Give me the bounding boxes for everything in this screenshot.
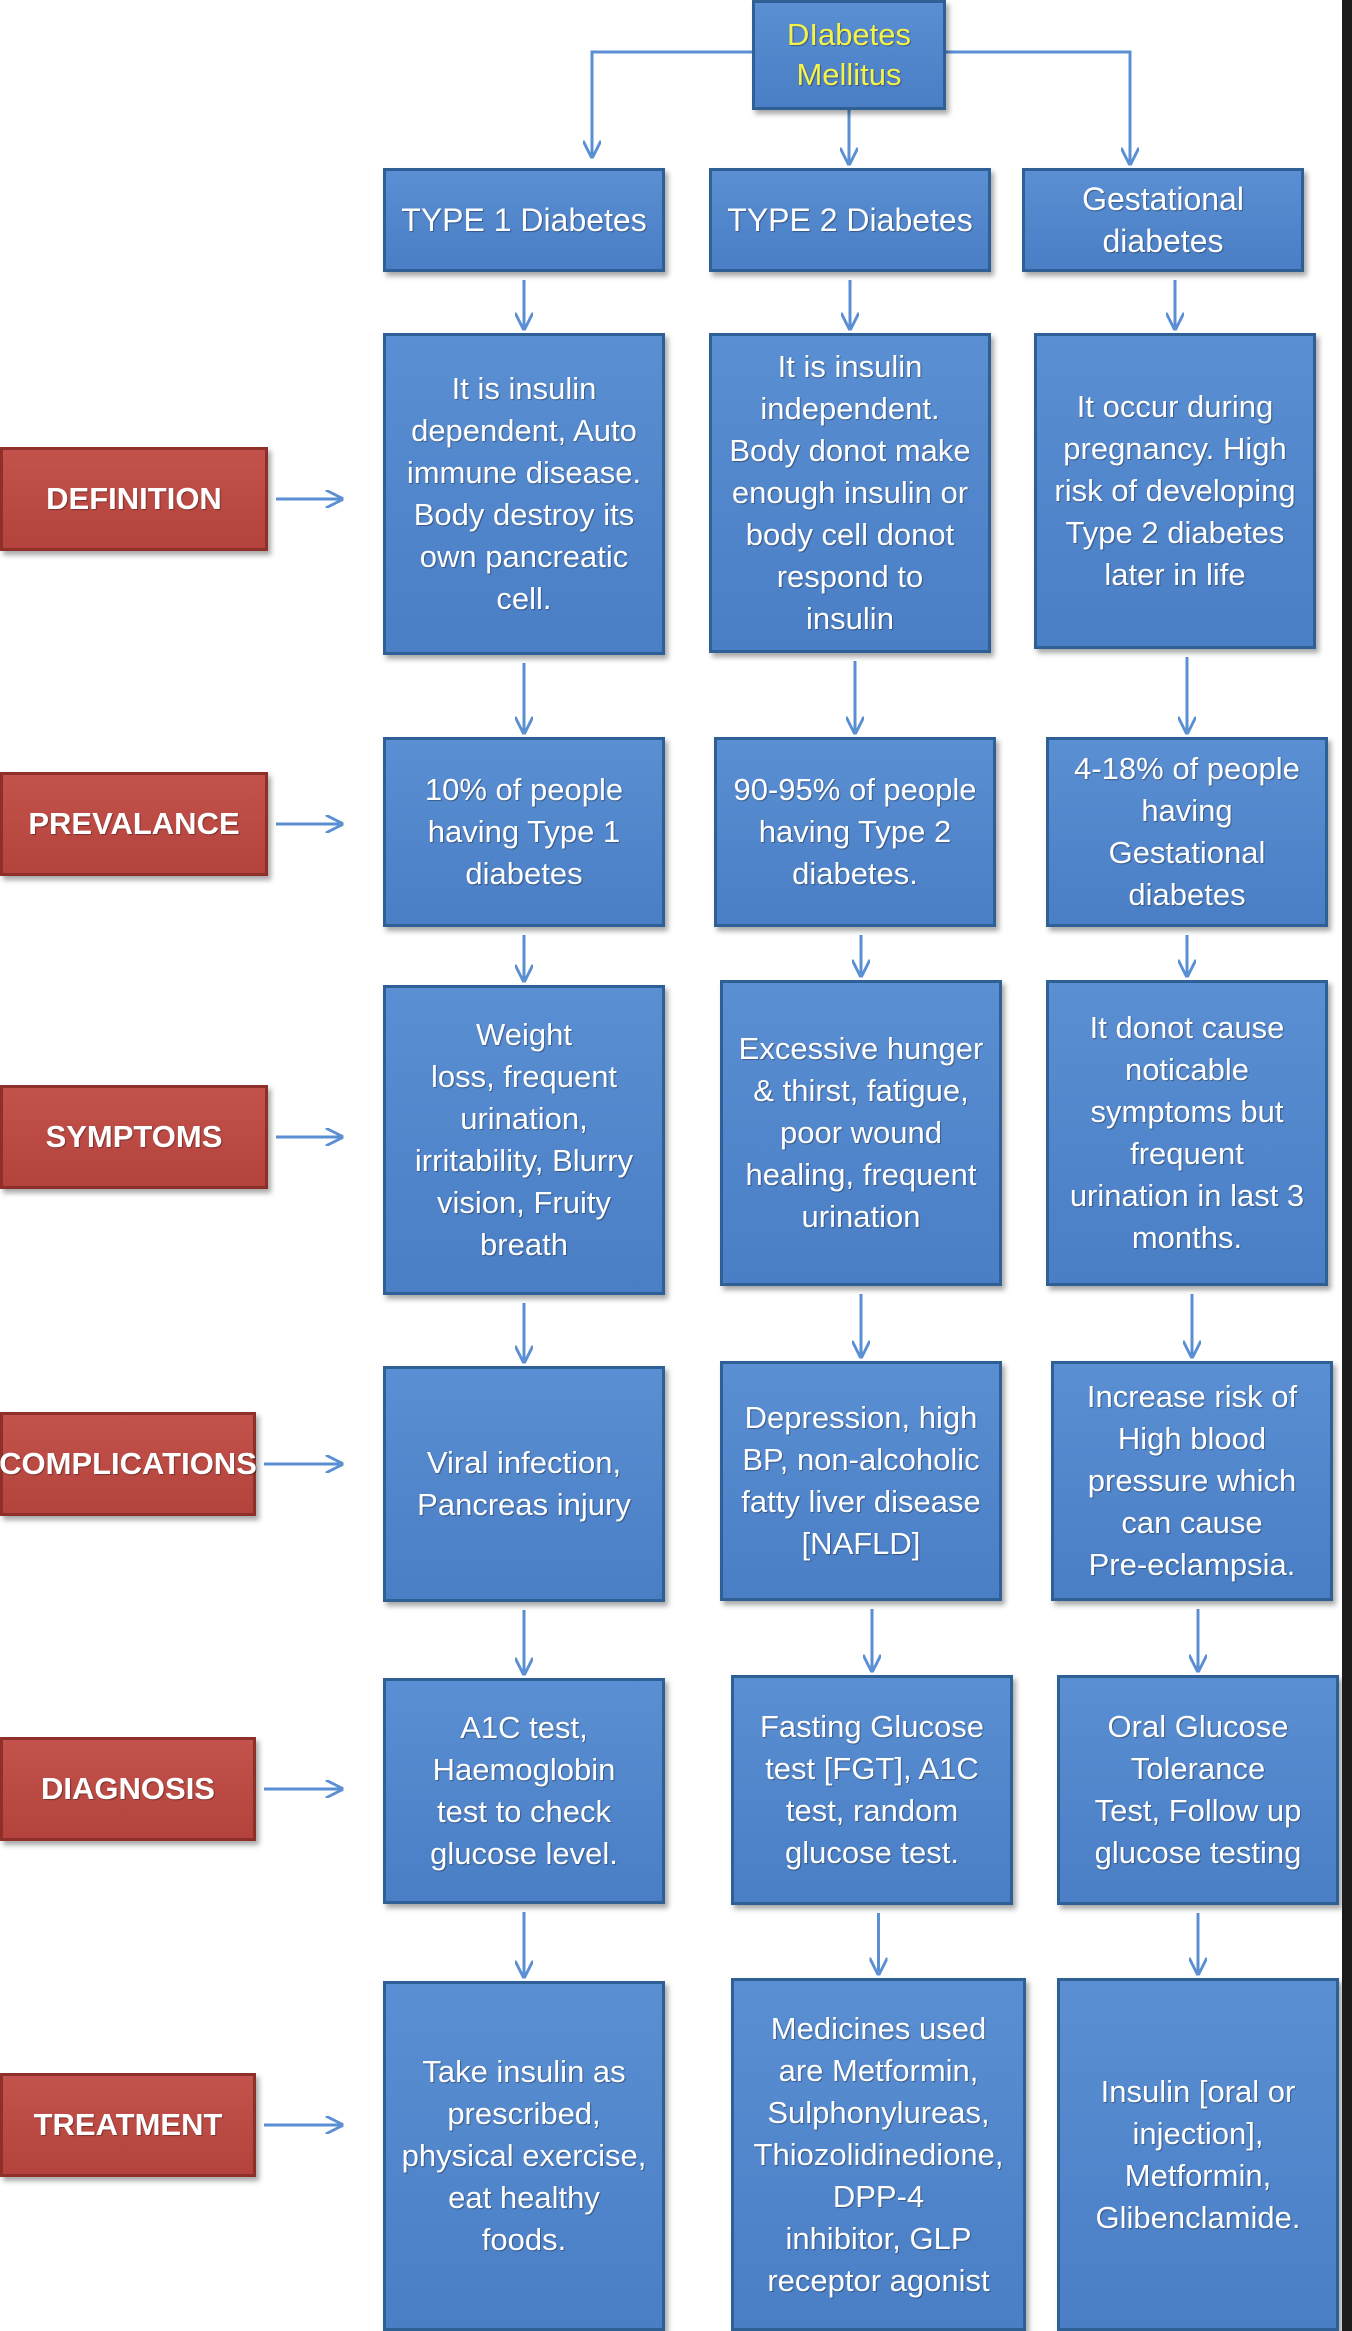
type2-prevalance-box: 90-95% of people having Type 2 diabetes. <box>714 737 996 927</box>
gestational-definition-box: It occur during pregnancy. High risk of … <box>1034 333 1316 649</box>
root-to-gestational-arrow <box>946 50 1130 162</box>
type1-treatment-box: Take insulin as prescribed, physical exe… <box>383 1981 665 2331</box>
type1-definition-box: It is insulin dependent, Auto immune dis… <box>383 333 665 655</box>
type2-diagnosis-box: Fasting Glucose test [FGT], A1C test, ra… <box>731 1675 1013 1905</box>
row-label-symptoms: SYMPTOMS <box>0 1085 268 1189</box>
type-2-header: TYPE 2 Diabetes <box>709 168 991 272</box>
type1-diagnosis-box: A1C test, Haemoglobin test to check gluc… <box>383 1678 665 1904</box>
gestational-header: Gestational diabetes <box>1022 168 1304 272</box>
type1-symptoms-box: Weight loss, frequent urination, irritab… <box>383 985 665 1295</box>
gestational-complications-box: Increase risk of High blood pressure whi… <box>1051 1361 1333 1601</box>
type1-complications-box: Viral infection, Pancreas injury <box>383 1366 665 1602</box>
gestational-symptoms-box: It donot cause noticable symptoms but fr… <box>1046 980 1328 1286</box>
gestational-diagnosis-box: Oral Glucose Tolerance Test, Follow up g… <box>1057 1675 1339 1905</box>
gestational-prevalance-box: 4-18% of people having Gestational diabe… <box>1046 737 1328 927</box>
type2-symptoms-box: Excessive hunger & thirst, fatigue, poor… <box>720 980 1002 1286</box>
row-label-complications: COMPLICATIONS <box>0 1412 257 1516</box>
gestational-treatment-box: Insulin [oral or injection], Metformin, … <box>1057 1978 1339 2331</box>
row-label-prevalance: PREVALANCE <box>0 772 268 876</box>
right-edge-bar <box>1342 0 1352 2331</box>
root-node-diabetes-mellitus: DIabetes Mellitus <box>752 0 946 110</box>
type2-treatment-box: Medicines used are Metformin, Sulphonylu… <box>731 1978 1026 2331</box>
row-label-treatment: TREATMENT <box>0 2073 256 2177</box>
type-1-header: TYPE 1 Diabetes <box>383 168 665 272</box>
row-label-definition: DEFINITION <box>0 447 268 551</box>
root-to-type1-arrow <box>592 50 752 155</box>
type2-complications-box: Depression, high BP, non-alcoholic fatty… <box>720 1361 1002 1601</box>
row-label-diagnosis: DIAGNOSIS <box>0 1737 256 1841</box>
type1-prevalance-box: 10% of people having Type 1 diabetes <box>383 737 665 927</box>
type2-definition-box: It is insulin independent. Body donot ma… <box>709 333 991 653</box>
